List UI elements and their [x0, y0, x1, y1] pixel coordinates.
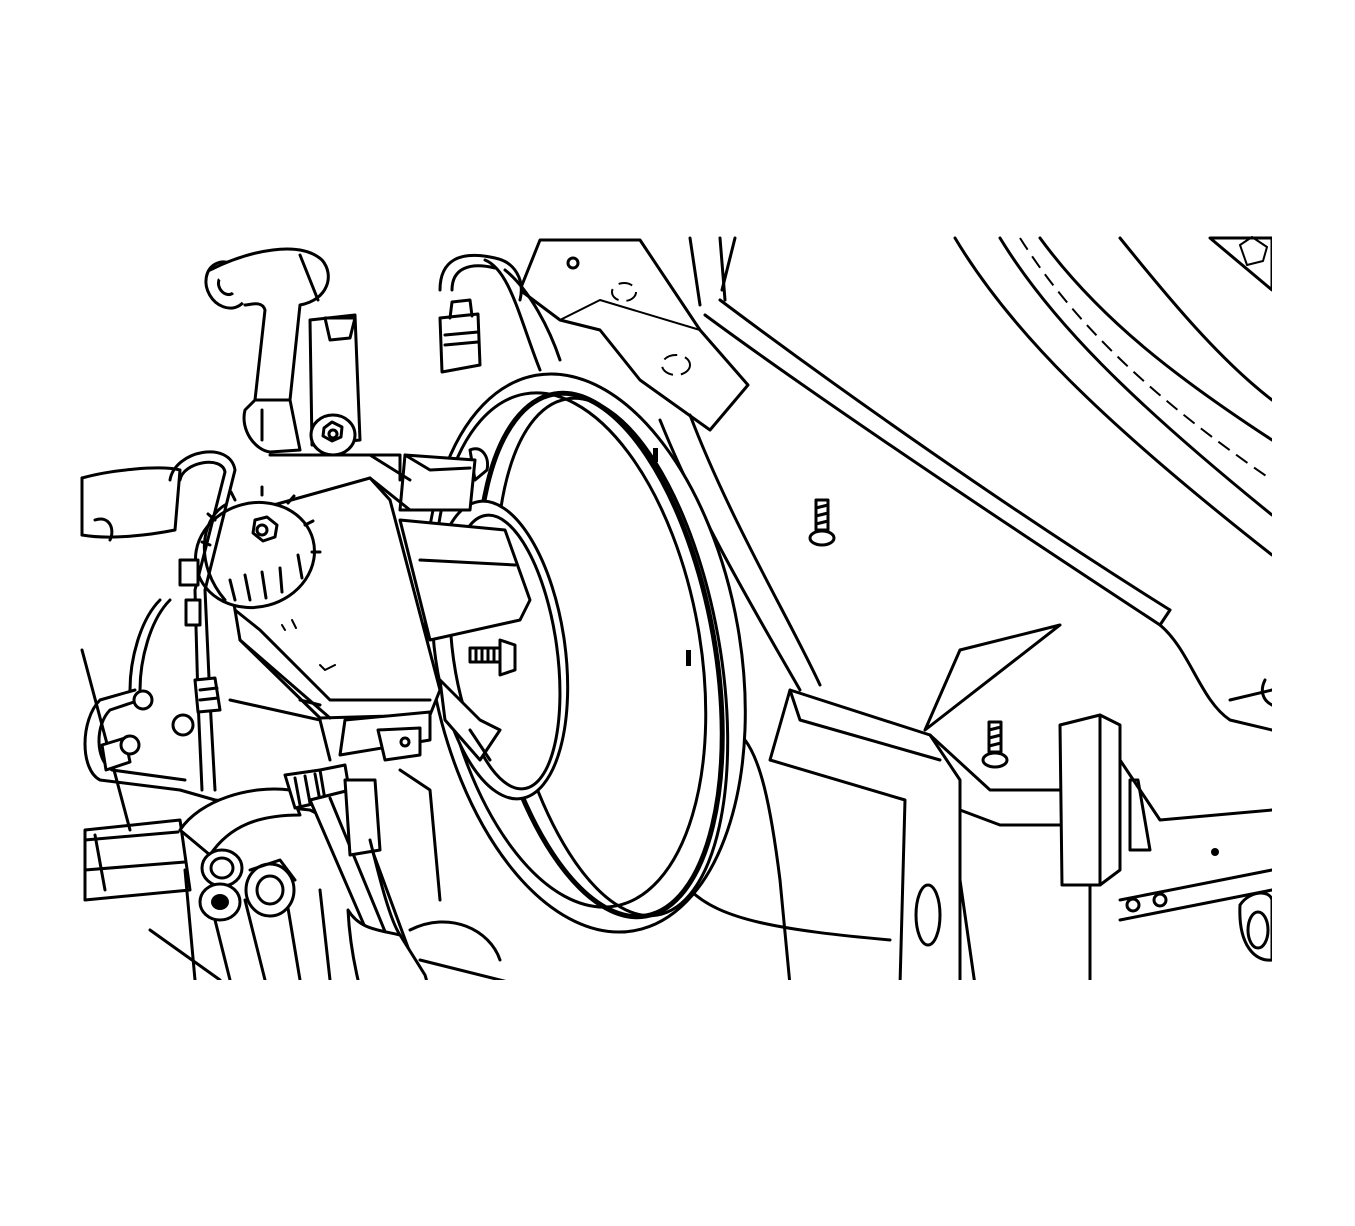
- cowl-stud-upper: [808, 498, 836, 547]
- sensor-connector: [438, 253, 562, 374]
- left-frame-rails: [80, 453, 412, 980]
- reservoir-cap: [194, 485, 322, 610]
- booster-mount-bolt: [119, 689, 195, 756]
- lower-hose-fittings: [178, 763, 507, 980]
- inner-fender-panel: [703, 236, 1272, 732]
- cowl-panel: [658, 413, 1272, 980]
- master-cylinder: [398, 453, 532, 762]
- vacuum-hose-left: [204, 247, 362, 457]
- upper-mount-bracket: [518, 236, 750, 432]
- cowl-stud-lower: [981, 720, 1009, 769]
- brake-booster: [423, 372, 747, 934]
